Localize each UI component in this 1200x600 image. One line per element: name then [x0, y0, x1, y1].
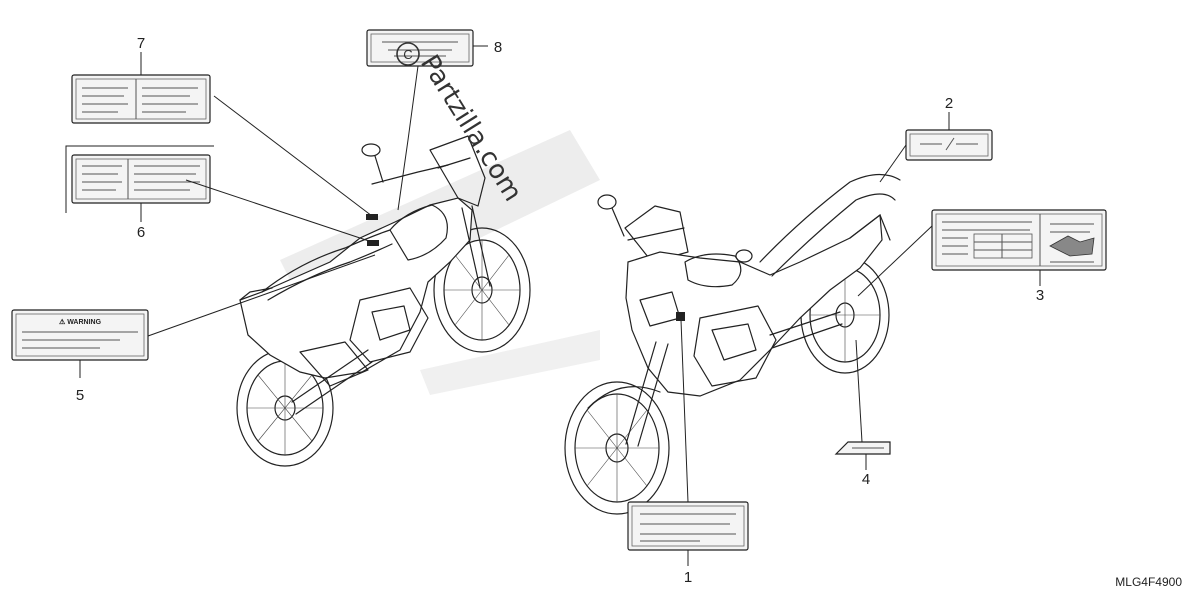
warning-label-text: ⚠ WARNING	[59, 318, 102, 326]
callout-7: 7	[137, 35, 145, 52]
callout-5: 5	[76, 387, 84, 404]
copyright-icon: C	[396, 42, 420, 66]
callout-3: 3	[1036, 287, 1044, 304]
callout-8: 8	[494, 39, 502, 56]
callout-4: 4	[862, 471, 870, 488]
left-motorcycle	[236, 135, 531, 467]
svg-text:C: C	[403, 47, 412, 62]
label-5-warning[interactable]: ⚠ WARNING	[11, 309, 149, 361]
label-8[interactable]	[366, 29, 474, 67]
label-2[interactable]	[905, 129, 993, 161]
callout-2: 2	[945, 95, 953, 112]
right-motorcycle	[564, 173, 901, 515]
label-4[interactable]	[834, 441, 891, 455]
label-1[interactable]	[627, 501, 749, 551]
label-6[interactable]	[71, 154, 211, 204]
callout-1: 1	[684, 569, 692, 586]
diagram-code: MLG4F4900	[1115, 575, 1182, 589]
label-3[interactable]	[931, 209, 1107, 271]
callout-6: 6	[137, 224, 145, 241]
label-7[interactable]	[71, 74, 211, 124]
